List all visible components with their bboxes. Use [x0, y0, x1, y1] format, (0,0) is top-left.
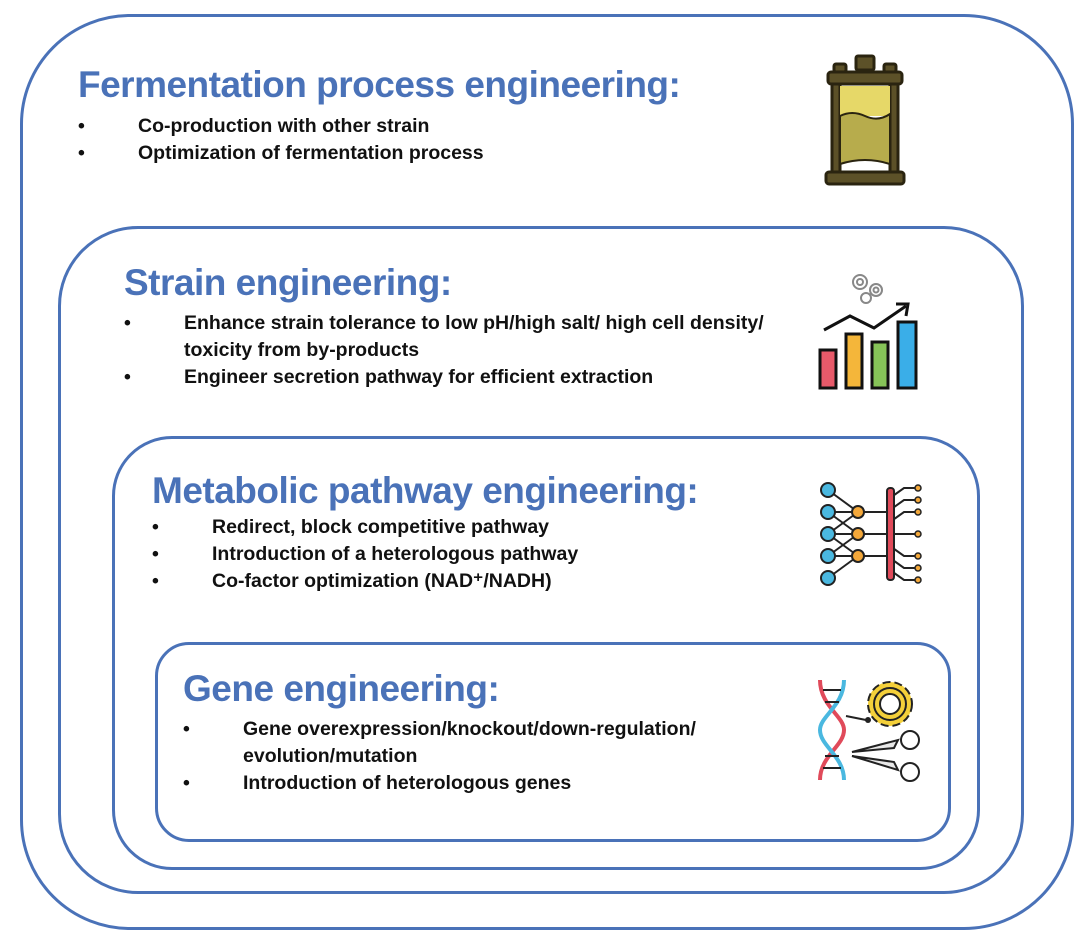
list-item: Enhance strain tolerance to low pH/high …	[124, 310, 804, 364]
list-item: Introduction of heterologous genes	[183, 770, 803, 797]
metabolic-list: Redirect, block competitive pathway Intr…	[152, 514, 792, 595]
network-pathway-icon	[820, 482, 922, 586]
growth-bar-chart-icon	[818, 274, 918, 390]
fermentation-title: Fermentation process engineering:	[78, 64, 681, 105]
strain-list: Enhance strain tolerance to low pH/high …	[124, 310, 804, 391]
list-item: Redirect, block competitive pathway	[152, 514, 792, 541]
list-item: Co-factor optimization (NAD⁺/NADH)	[152, 568, 792, 595]
metabolic-title: Metabolic pathway engineering:	[152, 470, 699, 511]
list-item: Gene overexpression/knockout/down-regula…	[183, 716, 803, 770]
bioreactor-icon	[824, 54, 906, 186]
list-item: Introduction of a heterologous pathway	[152, 541, 792, 568]
list-item: Co-production with other strain	[78, 113, 738, 140]
gene-title: Gene engineering:	[183, 668, 500, 709]
list-item: Optimization of fermentation process	[78, 140, 738, 167]
strain-title: Strain engineering:	[124, 262, 452, 303]
fermentation-list: Co-production with other strain Optimiza…	[78, 113, 738, 167]
dna-gear-scissors-icon	[817, 679, 920, 782]
gene-list: Gene overexpression/knockout/down-regula…	[183, 716, 803, 797]
list-item: Engineer secretion pathway for efficient…	[124, 364, 804, 391]
